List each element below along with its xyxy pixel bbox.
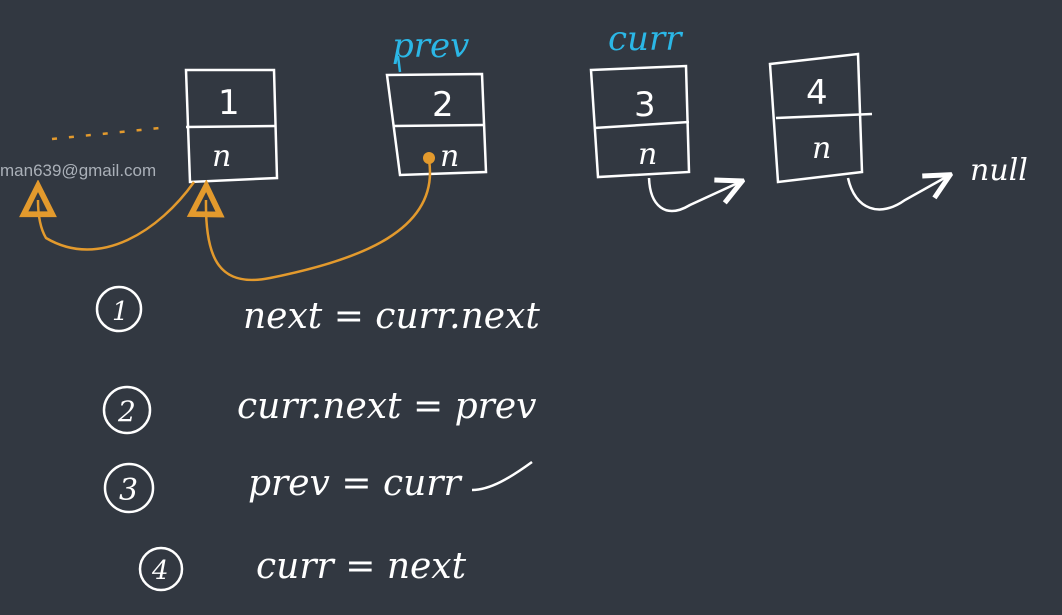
node-1-reversed-arrow: [38, 182, 196, 251]
node-4: 4 n: [768, 52, 873, 184]
step-4: 4 curr = next: [138, 546, 467, 592]
step-1: 1 next = curr.next: [95, 285, 540, 337]
node-4-value: 4: [806, 73, 828, 113]
node-2-value: 2: [432, 85, 454, 125]
step-2-badge: [102, 385, 152, 435]
step-2-code: curr.next = prev: [237, 386, 536, 427]
prev-label: prev: [392, 26, 469, 66]
step-3-badge: [103, 462, 155, 514]
step-1-number: 1: [112, 297, 129, 327]
node-4-next-arrow: [846, 176, 948, 211]
step-3-check-stroke: [471, 460, 533, 492]
step-2: 2 curr.next = prev: [102, 385, 536, 435]
step-4-badge: [138, 546, 184, 592]
node-1-value: 1: [218, 83, 240, 123]
node-2: 2 n: [385, 72, 488, 177]
step-3-code: prev = curr: [248, 463, 463, 504]
node-4-pointer: n: [812, 131, 831, 166]
step-1-badge: [95, 285, 143, 333]
node-3-next-arrow: [647, 178, 740, 213]
node-1-pointer: n: [212, 139, 231, 174]
step-2-number: 2: [117, 395, 136, 428]
null-label: null: [970, 153, 1028, 188]
node-3: 3 n: [589, 64, 691, 179]
node-1: 1 n: [184, 68, 279, 184]
step-3: 3 prev = curr: [103, 460, 533, 514]
step-4-code: curr = next: [256, 546, 467, 587]
node-2-pointer-dot: [423, 152, 435, 164]
prev-underline: [396, 55, 402, 73]
step-1-code: next = curr.next: [243, 296, 540, 337]
dashed-prev-link: [51, 125, 171, 141]
node-3-value: 3: [634, 85, 656, 125]
node-2-pointer: n: [440, 139, 459, 174]
step-3-number: 3: [119, 473, 138, 508]
node-2-reversed-arrow: [206, 159, 432, 282]
step-4-number: 4: [151, 556, 169, 586]
curr-label: curr: [608, 19, 683, 59]
email-watermark: man639@gmail.com: [0, 161, 156, 180]
node-3-pointer: n: [638, 137, 657, 172]
